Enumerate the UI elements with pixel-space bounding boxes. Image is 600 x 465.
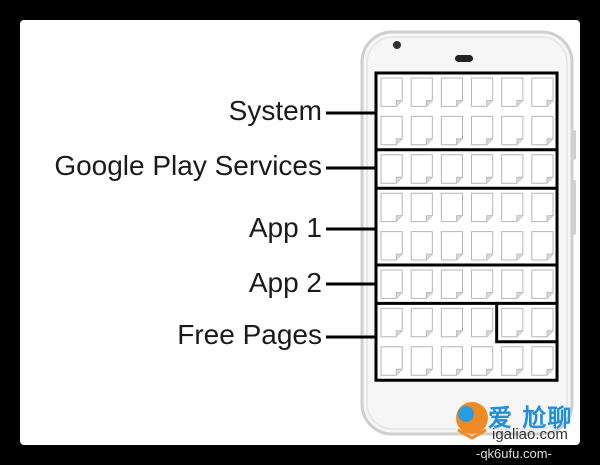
page-fold bbox=[516, 253, 523, 260]
watermark-url-2: -qk6ufu.com- bbox=[476, 446, 552, 461]
page-fold bbox=[425, 330, 433, 337]
phone-side-button bbox=[572, 130, 576, 160]
page-fold bbox=[546, 100, 554, 107]
page-fold bbox=[456, 138, 463, 145]
page-fold bbox=[425, 176, 433, 184]
page-fold bbox=[456, 215, 463, 222]
label-column: System Google Play Services App 1 App 2 … bbox=[54, 95, 322, 350]
label-app-2: App 2 bbox=[248, 267, 322, 298]
page-fold bbox=[456, 368, 463, 376]
watermark: 爱 尬聊 igaliao.com -qk6ufu.com- bbox=[452, 394, 600, 465]
page-fold bbox=[486, 176, 493, 184]
page-fold bbox=[456, 292, 463, 299]
page-fold bbox=[456, 253, 463, 260]
page-fold bbox=[516, 138, 523, 145]
page-fold bbox=[546, 330, 554, 337]
camera-icon bbox=[393, 41, 401, 49]
page-fold bbox=[486, 100, 493, 107]
page-fold bbox=[486, 292, 493, 299]
page-fold bbox=[395, 215, 403, 222]
label-system: System bbox=[228, 95, 322, 126]
page-fold bbox=[546, 368, 554, 376]
page-fold bbox=[486, 368, 493, 376]
page-fold bbox=[395, 368, 403, 376]
page-fold bbox=[546, 253, 554, 260]
page-fold bbox=[516, 368, 523, 376]
phone-screen bbox=[376, 73, 557, 380]
page-fold bbox=[486, 215, 493, 222]
watermark-logo-icon bbox=[456, 402, 488, 440]
page-fold bbox=[425, 138, 433, 145]
page-fold bbox=[486, 253, 493, 260]
page-fold bbox=[425, 292, 433, 299]
grid-outline bbox=[374, 71, 559, 382]
page-fold bbox=[395, 330, 403, 337]
page-fold bbox=[516, 292, 523, 299]
page-fold bbox=[486, 330, 493, 337]
page-fold bbox=[456, 100, 463, 107]
page-fold bbox=[546, 292, 554, 299]
label-app-1: App 1 bbox=[248, 212, 322, 243]
watermark-url: igaliao.com bbox=[492, 426, 568, 443]
page-fold bbox=[425, 253, 433, 260]
page-fold bbox=[516, 100, 523, 107]
page-fold bbox=[395, 176, 403, 184]
page-fold bbox=[516, 215, 523, 222]
group-divider bbox=[376, 301, 558, 344]
page-fold bbox=[425, 100, 433, 107]
page-fold bbox=[516, 330, 523, 337]
page-fold bbox=[546, 138, 554, 145]
label-google-play-services: Google Play Services bbox=[54, 150, 322, 181]
phone-side-button bbox=[572, 180, 576, 235]
page-fold bbox=[546, 215, 554, 222]
label-free-pages: Free Pages bbox=[177, 319, 322, 350]
page-fold bbox=[395, 292, 403, 299]
page-fold bbox=[456, 176, 463, 184]
page-fold bbox=[395, 138, 403, 145]
speaker-grille bbox=[455, 55, 473, 62]
page-fold bbox=[516, 176, 523, 184]
page-fold bbox=[546, 176, 554, 184]
page-fold bbox=[456, 330, 463, 337]
page-fold bbox=[395, 253, 403, 260]
page-fold bbox=[425, 215, 433, 222]
page-fold bbox=[395, 100, 403, 107]
watermark-brand: 爱 尬聊 bbox=[488, 404, 573, 432]
page-fold bbox=[486, 138, 493, 145]
page-fold bbox=[425, 368, 433, 376]
